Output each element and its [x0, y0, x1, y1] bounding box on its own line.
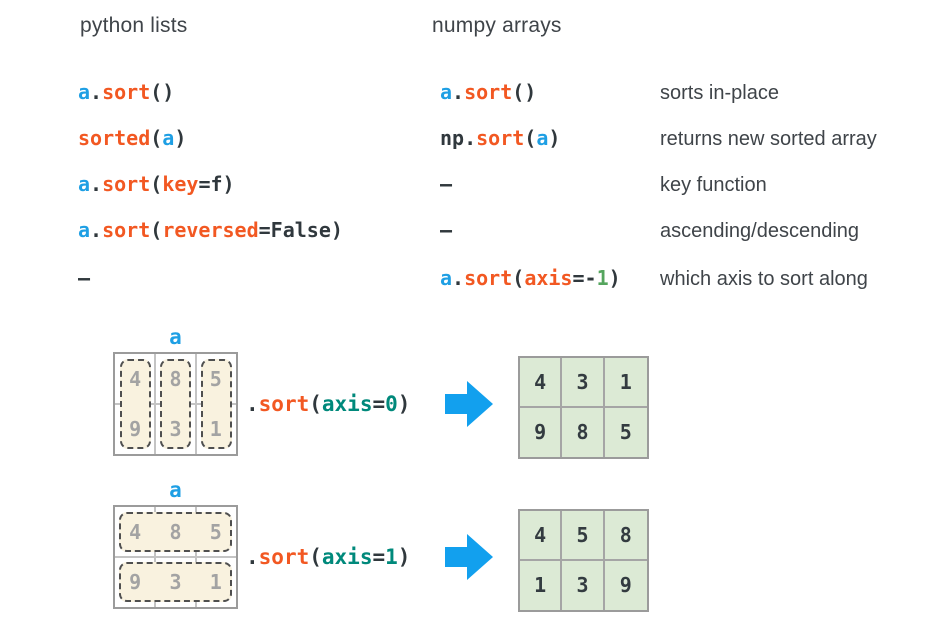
numpy-code-snippet: np.sort(a): [440, 126, 561, 150]
matrix-cell: 8: [169, 367, 182, 391]
python-code-snippet: a.sort(reversed=False): [78, 218, 343, 242]
row-description: key function: [660, 174, 767, 196]
matrix-cell: 8: [169, 520, 182, 544]
row-description: returns new sorted array: [660, 128, 877, 150]
column-highlight: [200, 359, 232, 449]
matrix-values: 4 8 5 9 3 1: [115, 507, 236, 607]
matrix-cell: 4: [520, 511, 563, 561]
python-code-snippet: –: [78, 266, 91, 290]
row-description: ascending/descending: [660, 220, 860, 242]
numpy-code-snippet: a.sort(axis=-1): [440, 266, 621, 290]
row-highlight: [119, 512, 232, 552]
matrix-cell: 4: [129, 367, 142, 391]
python-lists-header: python lists: [80, 14, 188, 37]
matrix-cell: 3: [169, 570, 182, 594]
matrix-cell: 1: [209, 570, 222, 594]
matrix-cell: 1: [209, 417, 222, 441]
numpy-code-snippet: a.sort(): [440, 80, 537, 104]
matrix-label: a: [169, 478, 182, 502]
arrow-right-icon: [445, 381, 493, 427]
output-matrix: 4 3 1 9 8 5: [518, 356, 649, 459]
numpy-arrays-header: numpy arrays: [432, 14, 562, 37]
numpy-code-snippet: –: [440, 172, 453, 196]
matrix-cell: 9: [520, 407, 563, 457]
column-highlight: [119, 359, 151, 449]
matrix-values: 4 8 5 9 3 1: [115, 354, 236, 454]
python-code-snippet: a.sort(key=f): [78, 172, 235, 196]
matrix-cell: 8: [562, 407, 605, 457]
output-matrix: 4 5 8 1 3 9: [518, 509, 649, 612]
table-row: sorted(a) np.sort(a) returns new sorted …: [0, 125, 945, 153]
matrix-cell: 9: [604, 560, 647, 610]
matrix-cell: 1: [520, 560, 563, 610]
table-row: a.sort(reversed=False) – ascending/desce…: [0, 217, 945, 245]
matrix-cell: 5: [209, 367, 222, 391]
matrix-cell: 5: [209, 520, 222, 544]
matrix-cell: 3: [169, 417, 182, 441]
matrix-cell: 1: [604, 358, 647, 408]
numpy-code-snippet: –: [440, 218, 453, 242]
matrix-cell: 5: [562, 511, 605, 561]
matrix-cell: 9: [129, 570, 142, 594]
table-row: a.sort() a.sort() sorts in-place: [0, 79, 945, 107]
arrow-right-icon: [445, 534, 493, 580]
matrix-cell: 8: [604, 511, 647, 561]
grid-line: [115, 556, 236, 558]
python-code-snippet: sorted(a): [78, 126, 187, 150]
input-matrix: 4 8 5 9 3 1: [113, 505, 238, 609]
matrix-cell: 3: [562, 560, 605, 610]
matrix-label: a: [169, 325, 182, 349]
table-row: – a.sort(axis=-1) which axis to sort alo…: [0, 265, 945, 293]
sort-call-code: .sort(axis=0): [246, 392, 411, 416]
matrix-cell: 9: [129, 417, 142, 441]
input-matrix: 4 8 5 9 3 1: [113, 352, 238, 456]
python-code-snippet: a.sort(): [78, 80, 175, 104]
row-description: sorts in-place: [660, 82, 779, 104]
matrix-cell: 3: [562, 358, 605, 408]
matrix-cell: 4: [129, 520, 142, 544]
row-highlight: [119, 562, 232, 602]
column-highlight: [160, 359, 191, 449]
table-row: a.sort(key=f) – key function: [0, 171, 945, 199]
matrix-cell: 4: [520, 358, 563, 408]
row-description: which axis to sort along: [660, 268, 868, 290]
sort-call-code: .sort(axis=1): [246, 545, 411, 569]
matrix-cell: 5: [604, 407, 647, 457]
